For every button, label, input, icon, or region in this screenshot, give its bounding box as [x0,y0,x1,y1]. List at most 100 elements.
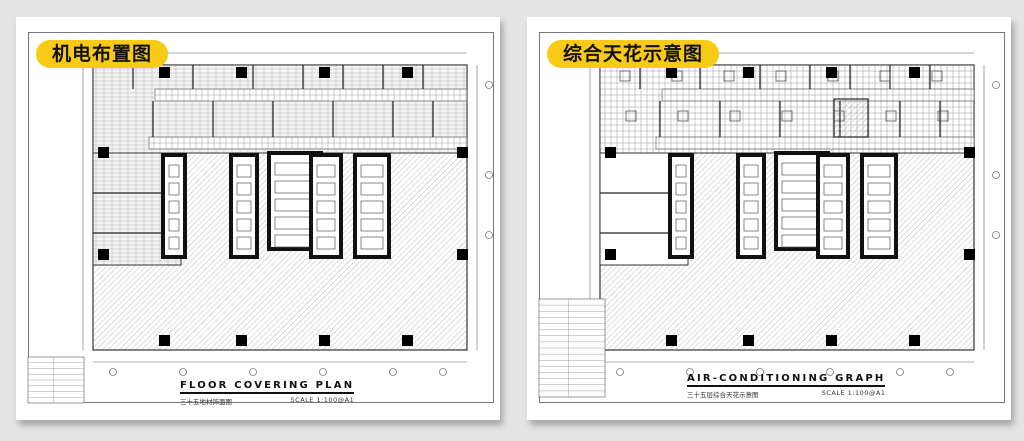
elevator-cab [316,218,336,232]
elevator-cab [316,164,336,178]
elevator-cab [675,164,687,178]
elevator-cab [823,236,843,250]
grid-bubble [992,81,1000,89]
elevator-cab [823,200,843,214]
grid-bubble [485,81,493,89]
elevator-cab [867,218,891,232]
ceiling-diffuser [723,70,735,82]
elevator-cab [360,182,384,196]
building-core [816,153,850,259]
corridor [661,88,975,102]
drawing-title-block: FLOOR COVERING PLAN 三十五地材饰面图 SCALE 1:100… [180,380,355,406]
drawing-scale: SCALE 1:100@A1 [821,389,886,397]
structural-column [159,335,170,346]
ceiling-diffuser [729,110,741,122]
grid-bubble [896,368,904,376]
structural-column [319,67,330,78]
elevator-cab [168,236,180,250]
corridor [148,136,468,150]
ceiling-diffuser [781,110,793,122]
building-core [860,153,898,259]
elevator-cab [168,164,180,178]
grid-bubble [439,368,447,376]
structural-column [98,147,109,158]
structural-column [909,67,920,78]
ceiling-diffuser [931,70,943,82]
elevator-cab [743,218,759,232]
elevator-cab [675,200,687,214]
grid-bubble [946,368,954,376]
structural-column [236,67,247,78]
structural-column [826,67,837,78]
ceiling-diffuser [619,70,631,82]
grid-bubble [485,171,493,179]
structural-column [402,67,413,78]
elevator-cab [316,236,336,250]
elevator-cab [867,164,891,178]
drawing-scale: SCALE 1:100@A1 [290,396,355,404]
elevator-cab [743,200,759,214]
grid-bubble [992,231,1000,239]
elevator-cab [360,218,384,232]
elevator-cab [316,182,336,196]
building-core [309,153,343,259]
structural-column [666,335,677,346]
grid-bubble [179,368,187,376]
floor-plan-drawing [27,52,493,404]
structural-column [457,249,468,260]
corridor [154,88,468,102]
building-core [229,153,259,259]
elevator-cab [236,164,252,178]
elevator-cab [867,182,891,196]
structural-column [605,249,616,260]
structural-column [457,147,468,158]
grid-bubble [826,368,834,376]
ceiling-diffuser [879,70,891,82]
structural-column [909,335,920,346]
building-core [161,153,187,259]
structural-column [743,335,754,346]
drawing-title: FLOOR COVERING PLAN [180,380,355,394]
elevator-cab [675,218,687,232]
grid-bubble [616,368,624,376]
drawing-subtitle: 三十五层综合天花示意图 [687,391,759,399]
elevator-cab [743,182,759,196]
drawing-frame [28,32,494,403]
ceiling-diffuser [775,70,787,82]
corridor [655,136,975,150]
elevator-cab [867,200,891,214]
elevator-cab [360,200,384,214]
ceiling-diffuser [677,110,689,122]
elevator-cab [675,182,687,196]
building-core [668,153,694,259]
structural-column [319,335,330,346]
elevator-cab [236,200,252,214]
elevator-cab [360,236,384,250]
structural-column [826,335,837,346]
grid-bubble [249,368,257,376]
grid-bubble [485,231,493,239]
building-core [736,153,766,259]
panel-label: 机电布置图 [36,40,169,68]
elevator-cab [867,236,891,250]
ceiling-diffuser [937,110,949,122]
elevator-cab [743,164,759,178]
structural-column [402,335,413,346]
drawing-title-block: AIR-CONDITIONING GRAPH 三十五层综合天花示意图 SCALE… [687,373,886,399]
structural-column [236,335,247,346]
floor-covering-plan-sheet: 机电布置图 FLOOR COVERING PLAN 三十五地材饰面图 SCALE… [16,17,500,420]
elevator-cab [823,164,843,178]
elevator-cab [236,182,252,196]
ceiling-diffuser [885,110,897,122]
elevator-cab [168,218,180,232]
elevator-cab [823,218,843,232]
structural-column [743,67,754,78]
elevator-cab [236,236,252,250]
elevator-cab [675,236,687,250]
structural-column [605,147,616,158]
structural-column [159,67,170,78]
elevator-cab [236,218,252,232]
elevator-cab [360,164,384,178]
grid-bubble [686,368,694,376]
structural-column [964,147,975,158]
